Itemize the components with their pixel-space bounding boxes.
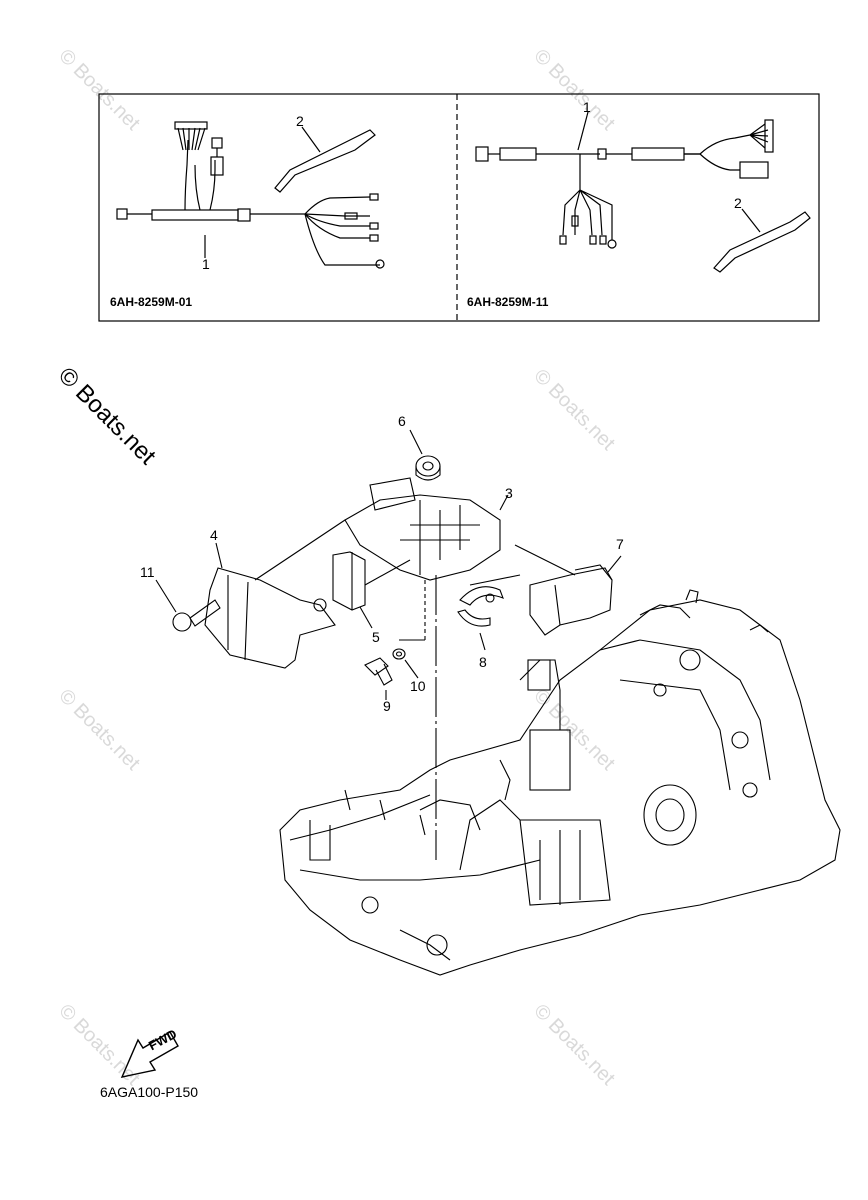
engine-block-drawing (279, 589, 841, 976)
right-part-code: 6AH-8259M-11 (467, 295, 549, 309)
left-part-code: 6AH-8259M-01 (110, 295, 193, 309)
washer-drawing (392, 648, 419, 679)
callout-5: 5 (372, 629, 380, 645)
wire-harness-left-drawing (116, 121, 385, 269)
callout-6: 6 (398, 413, 406, 429)
clamp-drawing (457, 574, 521, 651)
bracket-assembly-drawing (344, 477, 509, 581)
grommet-drawing (409, 429, 441, 481)
callout-4: 4 (210, 527, 218, 543)
diagram-code: 6AGA100-P150 (100, 1084, 199, 1100)
callout-left-1: 1 (202, 256, 210, 272)
cable-tie-right-drawing (713, 208, 811, 273)
wire-harness-right-drawing (475, 111, 774, 249)
bolt-9-drawing (364, 657, 393, 700)
callout-7: 7 (616, 536, 624, 552)
plate-drawing (332, 551, 411, 629)
callout-left-2: 2 (296, 113, 304, 129)
callout-right-2: 2 (734, 195, 742, 211)
callout-3: 3 (505, 485, 513, 501)
bolt-11-drawing (155, 579, 221, 632)
callout-10: 10 (410, 678, 426, 694)
cable-tie-left-drawing (274, 126, 376, 193)
fwd-arrow-icon (120, 1031, 179, 1078)
callout-9: 9 (383, 698, 391, 714)
cover-7-drawing (514, 544, 622, 636)
callout-right-1: 1 (583, 99, 591, 115)
cover-drawing (204, 519, 346, 669)
callout-8: 8 (479, 654, 487, 670)
callout-11: 11 (140, 564, 155, 580)
inset-frame (98, 93, 820, 322)
